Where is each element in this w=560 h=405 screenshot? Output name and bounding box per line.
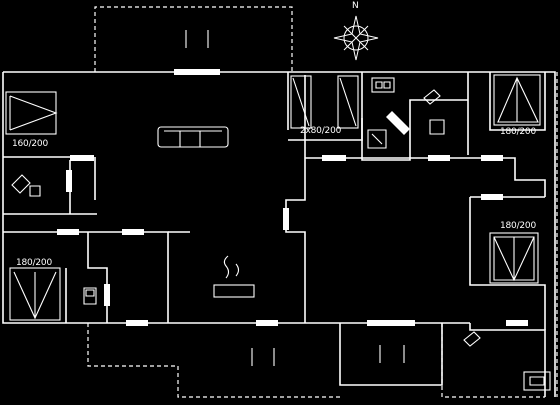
bed-top-right xyxy=(493,74,541,126)
door-left-bedroom xyxy=(70,155,94,161)
bed-label-bottom-left: 180/200 xyxy=(16,258,52,268)
bed-top-left xyxy=(5,91,57,135)
bed-label-top-middle: 2x80/200 xyxy=(300,126,342,136)
outer-wall xyxy=(3,71,556,397)
door-corridor-left xyxy=(57,229,79,235)
door-living-right xyxy=(283,208,289,230)
outdoor-shower xyxy=(463,331,481,347)
sofa xyxy=(157,126,229,148)
door-bedroom-right xyxy=(481,194,503,200)
wall-corridor-left xyxy=(3,231,169,323)
sink-center xyxy=(367,129,387,149)
bottom-alcove xyxy=(339,323,443,386)
door-corridor-mid xyxy=(122,229,144,235)
toilet-bottom-left xyxy=(83,287,97,305)
compass-icon xyxy=(333,15,379,61)
terrace-table-top xyxy=(185,30,209,48)
outer-wall-bottom-right xyxy=(469,323,546,397)
door-bath-left xyxy=(66,170,72,192)
wall-room-small-bath xyxy=(361,99,468,161)
wood-stove xyxy=(213,284,255,298)
wall-corridor-right xyxy=(305,157,546,197)
toilet-right xyxy=(423,89,445,135)
storage-box xyxy=(523,371,551,391)
bed-label-right: 180/200 xyxy=(500,221,536,231)
door-corridor-2 xyxy=(428,155,450,161)
door-corridor-3 xyxy=(481,155,503,161)
bed-label-top-right: 180/200 xyxy=(500,127,536,137)
wall-bedroom-top-left xyxy=(3,156,96,200)
wall-bath-left xyxy=(3,160,97,215)
door-corridor-1 xyxy=(322,155,346,161)
bed-2x80-b xyxy=(337,75,359,129)
door-bath-diagonal xyxy=(386,111,410,135)
compass-north-label: N xyxy=(352,1,359,11)
door-top-main xyxy=(174,69,220,75)
kitchenette-unit xyxy=(371,77,395,93)
terrace-table-bottom-right xyxy=(379,345,405,363)
outer-wall-left xyxy=(2,72,168,324)
bed-right xyxy=(489,232,539,284)
wall-bedroom-right-top xyxy=(489,72,546,131)
door-bottom-wide xyxy=(367,320,415,326)
toilet-left xyxy=(11,174,41,197)
wall-living-right xyxy=(285,75,306,323)
terrace-top xyxy=(94,6,293,72)
door-bottom-right xyxy=(506,320,528,326)
terrace-bottom-right xyxy=(441,323,545,398)
door-bottom-mid xyxy=(256,320,278,326)
door-bottom-left xyxy=(126,320,148,326)
bed-bottom-left xyxy=(9,267,61,321)
door-bath-bottom xyxy=(104,284,110,306)
wall-bath-bottom-left xyxy=(87,232,108,323)
bed-2x80-a xyxy=(290,75,312,129)
terrace-table-bottom xyxy=(251,348,275,366)
terrace-bottom xyxy=(87,323,340,398)
bed-label-top-left: 160/200 xyxy=(12,139,48,149)
